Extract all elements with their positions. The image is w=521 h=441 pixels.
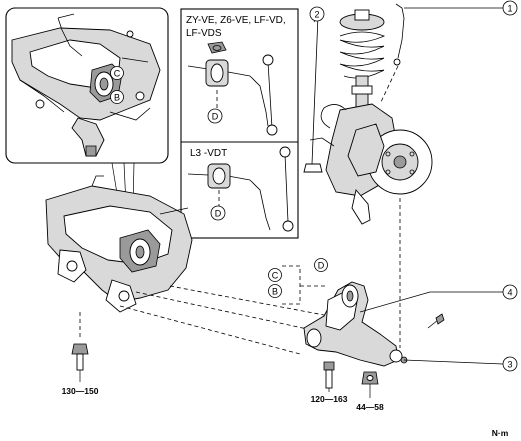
steering-knuckle <box>309 103 433 225</box>
inset-top-letter-d: D <box>207 108 223 124</box>
svg-text:2: 2 <box>314 10 319 20</box>
svg-text:4: 4 <box>507 288 512 298</box>
detail-letter-b: B <box>110 90 124 104</box>
ball-joint-nut <box>361 371 379 398</box>
stabilizer-inset-frame <box>180 8 299 239</box>
svg-text:3: 3 <box>507 360 512 370</box>
callout-4: 4 <box>359 284 518 313</box>
inset-title-top-line1: ZY-VE, Z6-VE, LF-VD, <box>186 15 286 26</box>
strut-spring-assembly <box>339 9 386 137</box>
arm-letter-b: B <box>268 284 282 298</box>
callout-3: 3 <box>403 356 518 372</box>
svg-text:B: B <box>114 93 120 103</box>
lower-arm-bolt <box>323 361 335 392</box>
svg-text:D: D <box>215 209 222 219</box>
svg-text:D: D <box>318 261 325 271</box>
front-subframe <box>45 175 193 313</box>
detail-view-bushing <box>5 7 169 164</box>
svg-text:B: B <box>272 287 278 297</box>
inset-bottom-letter-d: D <box>210 205 226 221</box>
stabilizer-inset-top: ZY-VE, Z6-VE, LF-VD, LF-VDS <box>186 15 286 136</box>
arm-letter-d: D <box>314 258 328 272</box>
alignment-dashes <box>79 198 401 355</box>
subframe-bolt <box>71 343 89 382</box>
detail-letter-c: C <box>110 66 124 80</box>
stabilizer-link <box>303 15 323 173</box>
callout-2: 2 <box>309 6 325 23</box>
torque-subframe-bolt: 130—150 <box>62 386 99 396</box>
lower-control-arm <box>282 265 408 367</box>
torque-ball-joint-nut: 44—58 <box>356 402 384 412</box>
svg-text:C: C <box>272 271 279 281</box>
stabilizer-inset-bottom: L3 -VDT <box>187 146 294 232</box>
svg-text:D: D <box>212 112 219 122</box>
inset-title-top-line2: LF-VDS <box>186 28 222 39</box>
pinch-bolt <box>427 313 445 329</box>
svg-text:1: 1 <box>507 4 512 14</box>
inset-title-bottom: L3 -VDT <box>190 148 227 159</box>
arm-letter-c: C <box>268 268 282 282</box>
abs-sensor-wire <box>379 3 405 105</box>
callout-1: 1 <box>404 0 518 16</box>
torque-unit: N·m <box>492 428 509 438</box>
torque-lower-arm-bolt: 120—163 <box>311 394 348 404</box>
svg-text:C: C <box>114 69 121 79</box>
